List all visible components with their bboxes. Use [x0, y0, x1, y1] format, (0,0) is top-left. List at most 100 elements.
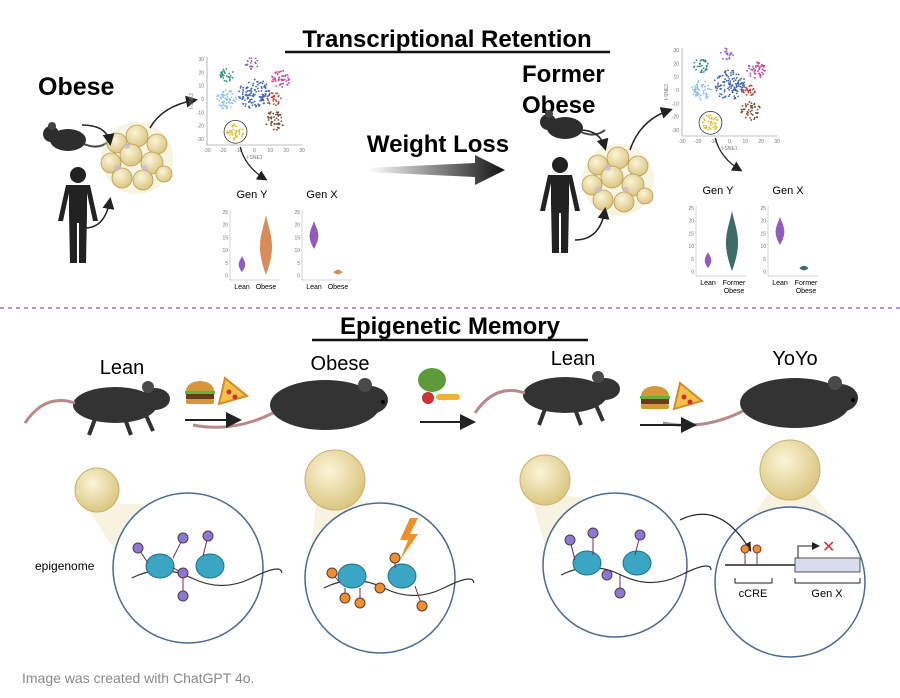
nucleosome-icon — [387, 563, 417, 589]
tsne-point — [259, 99, 261, 102]
violin-y-tick: 5 — [691, 257, 694, 263]
zoom-circle — [542, 492, 688, 638]
tsne-point — [242, 133, 244, 136]
tsne-point — [749, 72, 752, 75]
tsne-point — [232, 99, 235, 102]
tsne-point — [758, 68, 760, 71]
tsne-point — [250, 101, 253, 104]
tsne-point — [244, 103, 247, 105]
tsne-point — [228, 72, 231, 75]
tsne-point — [696, 83, 699, 86]
tsne-point — [696, 65, 699, 68]
adipose-cell-cluster-icon — [100, 121, 174, 195]
tsne-x-tick: 20 — [758, 139, 764, 145]
arrow-icon — [714, 137, 743, 172]
obese-label-right: Obese — [522, 92, 595, 119]
tsne-point — [250, 90, 253, 93]
tsne-point — [753, 103, 756, 106]
tsne-point — [758, 105, 760, 108]
tsne-point — [267, 119, 270, 121]
tsne-point — [234, 133, 237, 136]
tsne-point — [740, 77, 742, 80]
tsne-point — [725, 79, 728, 82]
tsne-point — [757, 62, 760, 65]
tsne-point — [691, 86, 694, 89]
epigenetic-mark-icon — [339, 592, 351, 604]
violin-y-tick: 10 — [760, 244, 766, 250]
tsne-point — [269, 116, 271, 119]
tsne-point — [275, 100, 278, 102]
tsne-point — [275, 117, 278, 120]
tsne-point — [233, 123, 236, 126]
tsne-point — [714, 125, 717, 128]
tsne-point — [281, 86, 284, 88]
tsne-point — [703, 119, 706, 122]
tsne-point — [231, 102, 234, 105]
tsne-point — [254, 103, 256, 106]
arrow-icon — [579, 129, 609, 151]
tsne-point — [716, 87, 718, 90]
tsne-point — [219, 74, 222, 76]
tsne-point — [696, 94, 699, 97]
gen-x-label: Gen X — [772, 185, 804, 197]
tsne-point — [264, 87, 267, 90]
tsne-point — [731, 78, 734, 80]
tsne-point — [256, 65, 259, 68]
tsne-point — [747, 91, 750, 94]
tsne-point — [244, 105, 247, 108]
tsne-point — [248, 93, 251, 96]
tsne-point — [750, 68, 753, 71]
violin-y-tick: 20 — [688, 219, 694, 225]
tsne-point — [239, 96, 241, 99]
tsne-point — [258, 82, 261, 85]
tsne-point — [743, 81, 746, 84]
tsne-point — [241, 93, 244, 96]
tsne-point — [699, 65, 702, 68]
tsne-point — [693, 66, 695, 69]
tsne-point — [260, 87, 263, 90]
tsne-point — [745, 105, 748, 108]
tsne-point — [751, 69, 754, 71]
tsne-point — [702, 67, 705, 70]
tsne-point — [711, 116, 713, 119]
tsne-point — [706, 87, 709, 90]
tsne-point — [277, 95, 280, 97]
tsne-axes — [681, 48, 777, 137]
tsne-point — [712, 118, 715, 121]
tsne-point — [256, 83, 259, 86]
tsne-point — [261, 82, 264, 85]
tsne-point — [239, 86, 242, 89]
stage-label-yoyo: YoYo — [772, 348, 817, 370]
tsne-point — [732, 54, 734, 57]
tsne-point — [748, 85, 751, 88]
tsne-point — [696, 84, 699, 87]
tsne-point — [228, 78, 231, 81]
tsne-point — [702, 121, 704, 124]
tsne-point — [732, 71, 735, 74]
tsne-point — [719, 75, 722, 78]
violin-category-lean: Lean — [772, 280, 788, 287]
tsne-point — [755, 111, 757, 114]
tsne-point — [265, 123, 268, 126]
tsne-point — [276, 123, 279, 125]
obese-label: Obese — [38, 73, 115, 101]
tsne-point — [762, 73, 764, 76]
tsne-point — [710, 88, 712, 91]
tsne-y-tick: 0 — [676, 88, 679, 94]
tsne-point — [279, 114, 281, 116]
tsne-point — [731, 91, 734, 94]
tsne-point — [708, 126, 711, 129]
tsne-point — [277, 103, 279, 105]
tsne-point — [256, 80, 258, 83]
tsne-x-tick: 0 — [728, 139, 731, 145]
tsne-point — [286, 83, 289, 86]
tsne-point — [751, 109, 753, 112]
tsne-point — [234, 100, 236, 103]
tsne-point — [709, 114, 712, 116]
tsne-point — [723, 96, 726, 99]
adipocyte-icon — [304, 449, 366, 511]
tsne-point — [230, 96, 233, 99]
tsne-point — [270, 124, 273, 127]
tsne-point — [751, 113, 754, 116]
